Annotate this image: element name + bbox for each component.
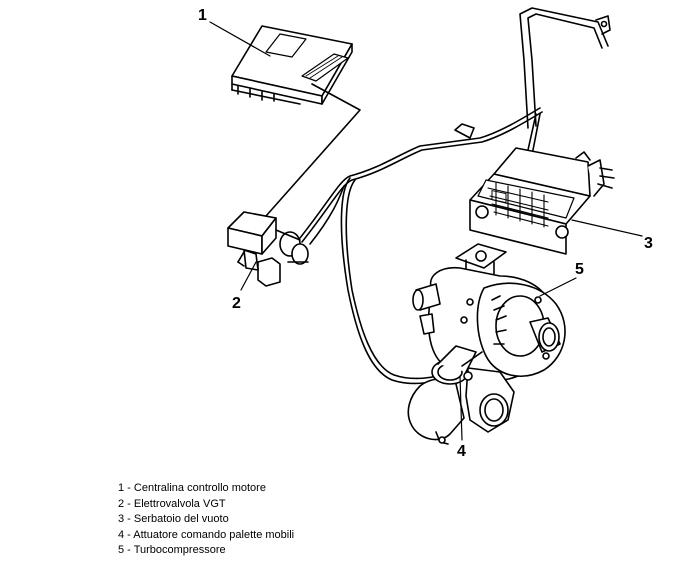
callout-1: 1 <box>198 7 207 24</box>
vacuum-tank <box>469 147 615 255</box>
wiring-harness <box>265 7 611 385</box>
callout-4: 4 <box>457 443 466 460</box>
vgt-solenoid-valve <box>227 211 309 287</box>
legend-item-3: 3 - Serbatoio del vuoto <box>118 513 229 525</box>
legend: 1 - Centralina controllo motore 2 - Elet… <box>118 481 294 559</box>
leader-lines <box>209 21 643 441</box>
legend-item-4: 4 - Attuatore comando palette mobili <box>118 528 295 541</box>
legend-item-2: 2 - Elettrovalvola VGT <box>118 497 226 510</box>
legend-item-5: 5 - Turbocompressore <box>118 544 226 556</box>
callout-3: 3 <box>644 235 653 252</box>
engine-vgt-diagram: 1 2 3 4 5 <box>198 7 653 460</box>
callout-2: 2 <box>232 295 241 312</box>
callout-5: 5 <box>575 261 584 278</box>
engine-control-unit <box>231 25 353 105</box>
turbocharger <box>407 243 566 445</box>
vane-actuator <box>431 345 483 385</box>
legend-item-1: 1 - Centralina controllo motore <box>118 482 266 494</box>
